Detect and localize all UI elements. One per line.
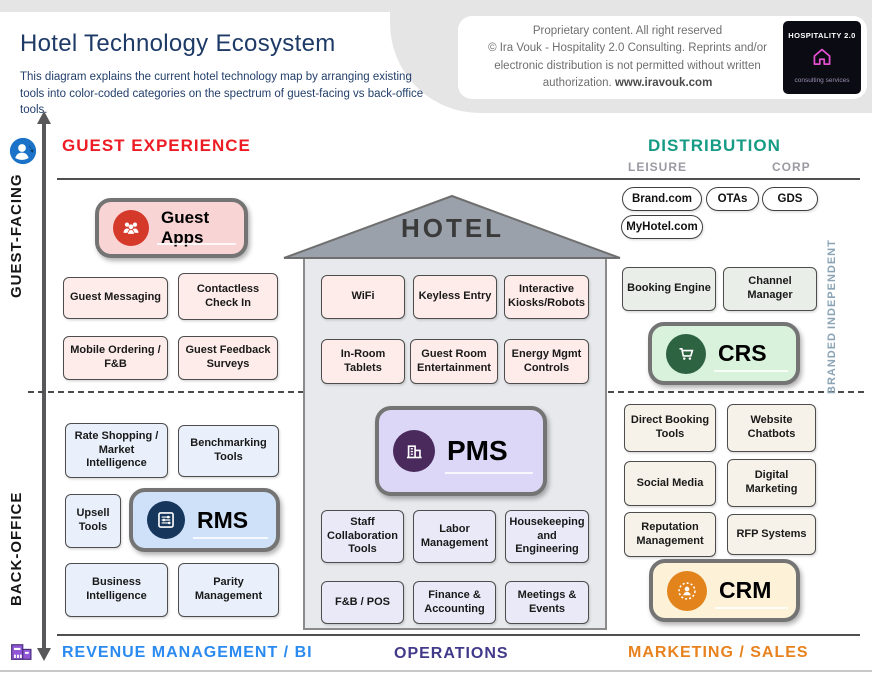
- box-parity-management: Parity Management: [178, 563, 279, 617]
- axis-arrow-down: [37, 648, 51, 661]
- guest-apps-underline: [157, 243, 236, 245]
- box-labor-management: Labor Management: [413, 510, 496, 563]
- top-divider: [57, 178, 860, 180]
- cart-icon: [666, 333, 706, 374]
- guest-apps-box: Guest Apps: [95, 198, 248, 258]
- copyright-line: electronic distribution is not permitted…: [494, 59, 761, 72]
- guest-facing-axis-label: GUEST-FACING: [8, 173, 25, 298]
- box-guest-room-entertainment: Guest Room Entertainment: [410, 339, 498, 384]
- box-finance-accounting: Finance & Accounting: [413, 581, 496, 624]
- box-upsell-tools: Upsell Tools: [65, 494, 121, 548]
- crm-label: CRM: [719, 577, 772, 603]
- vertical-axis: [42, 122, 46, 650]
- box-reputation-management: Reputation Management: [624, 512, 716, 557]
- label-branded: BRANDED: [826, 332, 838, 394]
- box-mobile-ordering-fb: Mobile Ordering / F&B: [63, 336, 168, 380]
- pill-brand-com: Brand.com: [622, 187, 702, 211]
- box-guest-feedback-surveys: Guest Feedback Surveys: [178, 336, 278, 380]
- bottom-divider: [57, 634, 860, 636]
- box-in-room-tablets: In-Room Tablets: [321, 339, 405, 384]
- box-interactive-kiosks-robots: Interactive Kiosks/Robots: [504, 275, 589, 319]
- hotel-roof: [283, 194, 621, 259]
- copyright-line: Proprietary content. All right reserved: [532, 25, 723, 37]
- guest-user-icon: [8, 136, 38, 171]
- box-guest-messaging: Guest Messaging: [63, 277, 168, 319]
- box-staff-collaboration-tools: Staff Collaboration Tools: [321, 510, 404, 563]
- box-digital-marketing: Digital Marketing: [727, 459, 816, 507]
- box-housekeeping-engineering: Housekeeping and Engineering: [505, 510, 589, 563]
- building-icon: [393, 430, 435, 472]
- rms-underline: [193, 537, 268, 539]
- box-wifi: WiFi: [321, 275, 405, 319]
- guest-apps-label: Guest Apps: [161, 208, 210, 247]
- office-buildings-icon: [7, 636, 35, 669]
- label-independent: INDEPENDENT: [826, 239, 838, 330]
- crm-underline: [715, 607, 788, 609]
- pill-otas: OTAs: [706, 187, 759, 211]
- label-leisure: LEISURE: [628, 160, 688, 174]
- box-meetings-events: Meetings & Events: [505, 581, 589, 624]
- sliders-icon: [147, 501, 185, 539]
- people-icon: [113, 210, 149, 246]
- page-subtitle: This diagram explains the current hotel …: [20, 71, 424, 117]
- contact-icon: [667, 570, 707, 611]
- box-benchmarking-tools: Benchmarking Tools: [178, 425, 279, 477]
- section-guest-experience: GUEST EXPERIENCE: [62, 136, 251, 155]
- box-energy-mgmt-controls: Energy Mgmt Controls: [504, 339, 589, 384]
- box-channel-manager: Channel Manager: [723, 267, 817, 311]
- pill-myhotel-com: MyHotel.com: [621, 215, 703, 239]
- copyright-line4-prefix: authorization.: [542, 76, 615, 89]
- page-bottom-line: [0, 670, 872, 672]
- logo-tagline: consulting services: [794, 77, 850, 84]
- label-corp: CORP: [772, 160, 811, 174]
- rms-box: RMS: [129, 488, 280, 552]
- copyright-text: Proprietary content. All right reserved …: [472, 23, 783, 92]
- section-operations: OPERATIONS: [394, 645, 509, 662]
- box-booking-engine: Booking Engine: [622, 267, 716, 311]
- pill-gds: GDS: [762, 187, 818, 211]
- section-marketing-sales: MARKETING / SALES: [628, 644, 809, 661]
- page-title: Hotel Technology Ecosystem: [20, 30, 336, 57]
- logo-name: HOSPITALITY 2.0: [788, 31, 856, 40]
- copyright-line: © Ira Vouk - Hospitality 2.0 Consulting.…: [488, 42, 767, 55]
- pms-underline: [445, 472, 533, 474]
- crs-box: CRS: [648, 322, 800, 385]
- box-website-chatbots: Website Chatbots: [727, 404, 816, 452]
- hotel-label: HOTEL: [400, 213, 505, 243]
- box-keyless-entry: Keyless Entry: [413, 275, 497, 319]
- website-text: www.iravouk.com: [614, 76, 713, 89]
- box-direct-booking-tools: Direct Booking Tools: [624, 404, 716, 452]
- box-contactless-check-in: Contactless Check In: [178, 273, 278, 320]
- box-fb-pos: F&B / POS: [321, 581, 404, 624]
- axis-arrow-up: [37, 111, 51, 124]
- copyright-card: Proprietary content. All right reserved …: [458, 16, 867, 99]
- back-office-axis-label: BACK-OFFICE: [8, 491, 25, 607]
- box-business-intelligence: Business Intelligence: [65, 563, 168, 617]
- neon-house-icon: [808, 42, 836, 75]
- crs-label: CRS: [718, 340, 767, 366]
- rms-label: RMS: [197, 506, 249, 533]
- pms-label: PMS: [447, 435, 508, 466]
- section-distribution: DISTRIBUTION: [648, 136, 781, 155]
- crm-box: CRM: [649, 559, 800, 622]
- box-rfp-systems: RFP Systems: [727, 514, 816, 555]
- pms-box: PMS: [375, 406, 547, 496]
- section-revenue-bi: REVENUE MANAGEMENT / BI: [62, 644, 313, 661]
- box-social-media: Social Media: [624, 461, 716, 506]
- crs-underline: [714, 370, 788, 372]
- hospitality20-logo: HOSPITALITY 2.0 consulting services: [783, 21, 861, 94]
- box-rate-shopping-market-intelligence: Rate Shopping / Market Intelligence: [65, 423, 168, 478]
- copyright-line: authorization. www.iravouk.com: [472, 75, 783, 92]
